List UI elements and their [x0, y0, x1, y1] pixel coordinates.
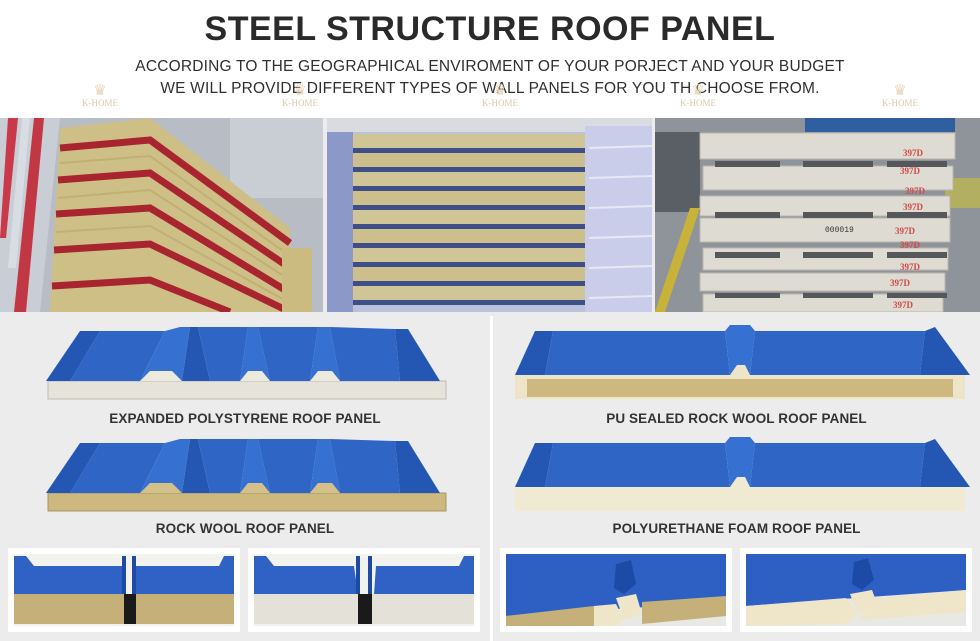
batch-mark: 397D: [900, 240, 921, 250]
standing-seam-panel-icon: [515, 437, 970, 511]
panel-rock-wool-illustration: [40, 437, 452, 517]
crown-icon: ♛: [93, 83, 107, 99]
panel-stack-illustration: [327, 118, 652, 312]
crown-icon: ♛: [893, 83, 907, 99]
panel-eps-illustration: [40, 325, 452, 405]
photo-rock-wool-red-stack: [0, 118, 323, 312]
batch-mark: 397D: [900, 166, 921, 176]
panel-stack-illustration: 397D 397D 397D 397D 397D 397D 397D 397D …: [655, 118, 980, 312]
joint-detail-icon: [746, 554, 966, 626]
label-pu-sealed-rock-wool-roof-panel: PU SEALED ROCK WOOL ROOF PANEL: [606, 411, 867, 426]
joint-detail-icon: [14, 554, 234, 626]
panel-stack-illustration: [0, 118, 323, 312]
thumbnail-pu-foam-joint: [740, 548, 972, 632]
label-eps-roof-panel: EXPANDED POLYSTYRENE ROOF PANEL: [109, 411, 381, 426]
crown-icon: ♛: [691, 83, 705, 99]
batch-mark: 397D: [903, 148, 924, 158]
thumbnail-eps-joint: [248, 548, 480, 632]
label-polyurethane-foam-roof-panel: POLYURETHANE FOAM ROOF PANEL: [612, 521, 861, 536]
page-title: STEEL STRUCTURE ROOF PANEL: [204, 10, 776, 48]
watermark-logo: ♛K-HOME: [870, 83, 930, 109]
standing-seam-panel-icon: [515, 325, 970, 399]
batch-mark: 397D: [890, 278, 911, 288]
batch-mark: 397D: [905, 186, 926, 196]
watermark-logo: ♛K-HOME: [70, 83, 130, 109]
joint-detail-icon: [506, 554, 726, 626]
photo-rock-wool-blue-stack: [327, 118, 652, 312]
batch-mark: 397D: [900, 262, 921, 272]
batch-mark: 397D: [895, 226, 916, 236]
subtitle-line-1: ACCORDING TO THE GEOGRAPHICAL ENVIROMENT…: [135, 58, 845, 75]
label-rock-wool-roof-panel: ROCK WOOL ROOF PANEL: [155, 521, 335, 536]
watermark-logo: ♛K-HOME: [270, 83, 330, 109]
subtitle-line-2: WE WILL PROVIDE DIFFERENT TYPES OF WALL …: [160, 80, 820, 97]
thumbnail-rock-wool-joint: [8, 548, 240, 632]
corrugated-panel-icon: [46, 327, 447, 400]
photo-eps-white-stack: 397D 397D 397D 397D 397D 397D 397D 397D …: [655, 118, 980, 312]
panel-pu-foam-illustration: [505, 437, 975, 517]
batch-mark: 397D: [903, 202, 924, 212]
crown-icon: ♛: [493, 83, 507, 99]
header: STEEL STRUCTURE ROOF PANEL ACCORDING TO …: [0, 0, 980, 118]
crown-icon: ♛: [293, 83, 307, 99]
watermark-logo: ♛K-HOME: [668, 83, 728, 109]
thumbnail-pu-sealed-rock-wool-joint: [500, 548, 732, 632]
batch-mark: 397D: [893, 300, 914, 310]
watermark-logo: ♛K-HOME: [470, 83, 530, 109]
joint-detail-icon: [254, 554, 474, 626]
column-divider: [490, 316, 493, 641]
panel-pu-sealed-rock-wool-illustration: [505, 325, 975, 405]
corrugated-panel-icon: [46, 439, 447, 512]
serial-mark: 000019: [825, 226, 854, 235]
